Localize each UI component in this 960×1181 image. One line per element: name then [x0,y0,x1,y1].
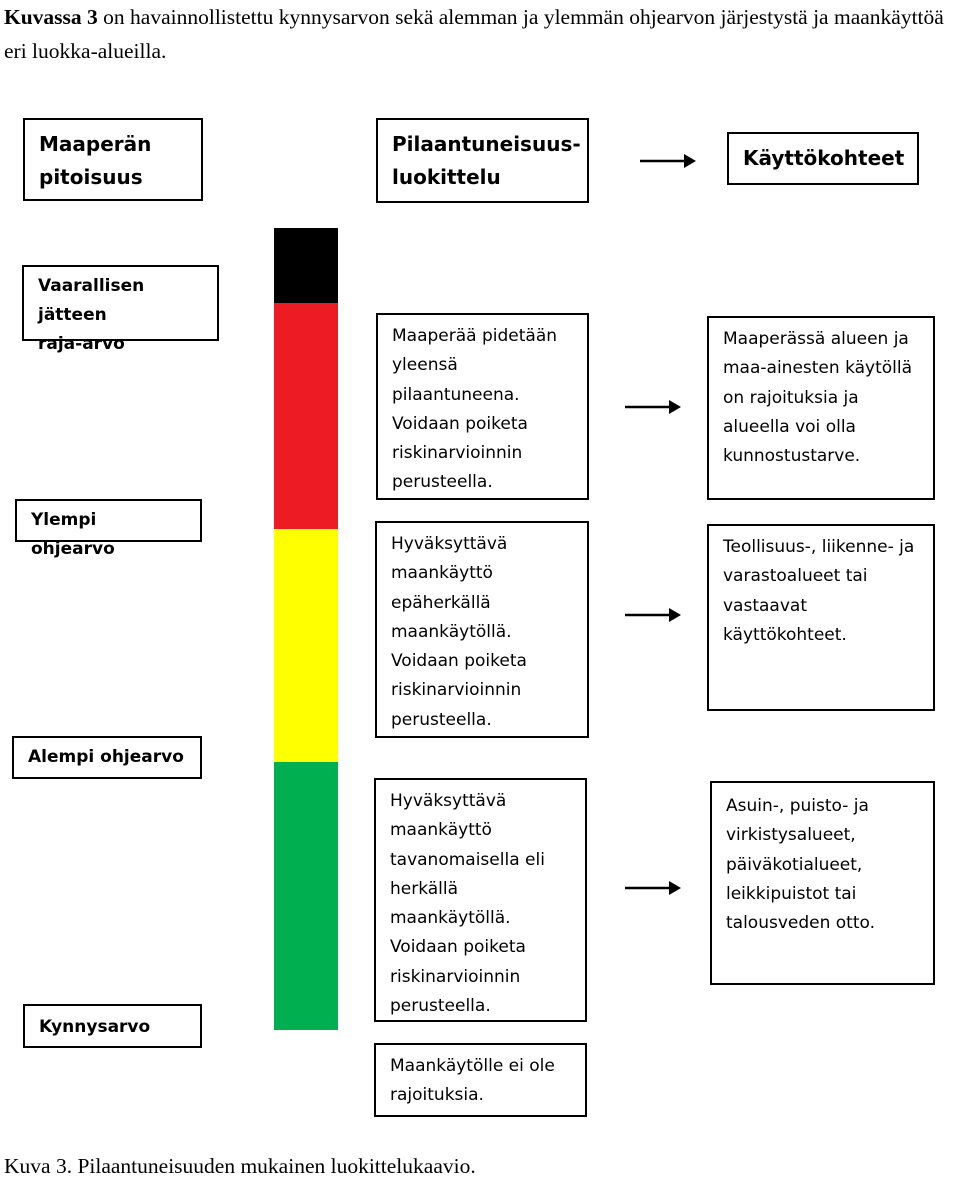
arrow-right-icon [625,608,681,622]
use-box-restricted: Maaperässä alueen ja maa-ainesten käytöl… [707,316,935,500]
figure-intro-text: Kuvassa 3 on havainnollistettu kynnysarv… [4,0,956,68]
level-lower-guideline: Alempi ohjearvo [12,736,202,779]
level-threshold: Kynnysarvo [23,1004,202,1048]
arrow-right-icon [625,881,681,895]
bar-segment-black [274,228,338,303]
arrow-right-icon [625,400,681,414]
classification-box-red: Maaperää pidetään yleensä pilaantuneena.… [376,313,589,500]
classification-box-green: Hyväksyttävä maankäyttö tavanomaisella e… [374,778,587,1022]
header-contamination-classification: Pilaantuneisuus- luokittelu [376,118,589,203]
figure-caption: Kuva 3. Pilaantuneisuuden mukainen luoki… [4,1154,476,1178]
classification-box-below-threshold: Maankäytölle ei ole rajoituksia. [374,1043,587,1117]
figure-intro-bold: Kuvassa 3 [4,5,98,29]
header-land-use: Käyttökohteet [727,132,919,185]
figure-intro-rest: on havainnollistettu kynnysarvon sekä al… [4,5,944,63]
header-soil-concentration: Maaperän pitoisuus [23,118,203,201]
bar-segment-red [274,303,338,529]
bar-segment-green [274,762,338,1030]
arrow-right-icon [640,154,696,168]
level-upper-guideline: Ylempi ohjearvo [15,499,202,559]
level-hazardous-waste-limit: Vaarallisen jätteen raja-arvo [22,265,219,354]
classification-box-yellow: Hyväksyttävä maankäyttö epäherkällä maan… [375,521,589,738]
use-box-industrial: Teollisuus-, liikenne- ja varastoalueet … [707,524,935,711]
use-box-residential: Asuin-, puisto- ja virkistysalueet, päiv… [710,781,935,985]
bar-segment-yellow [274,529,338,762]
